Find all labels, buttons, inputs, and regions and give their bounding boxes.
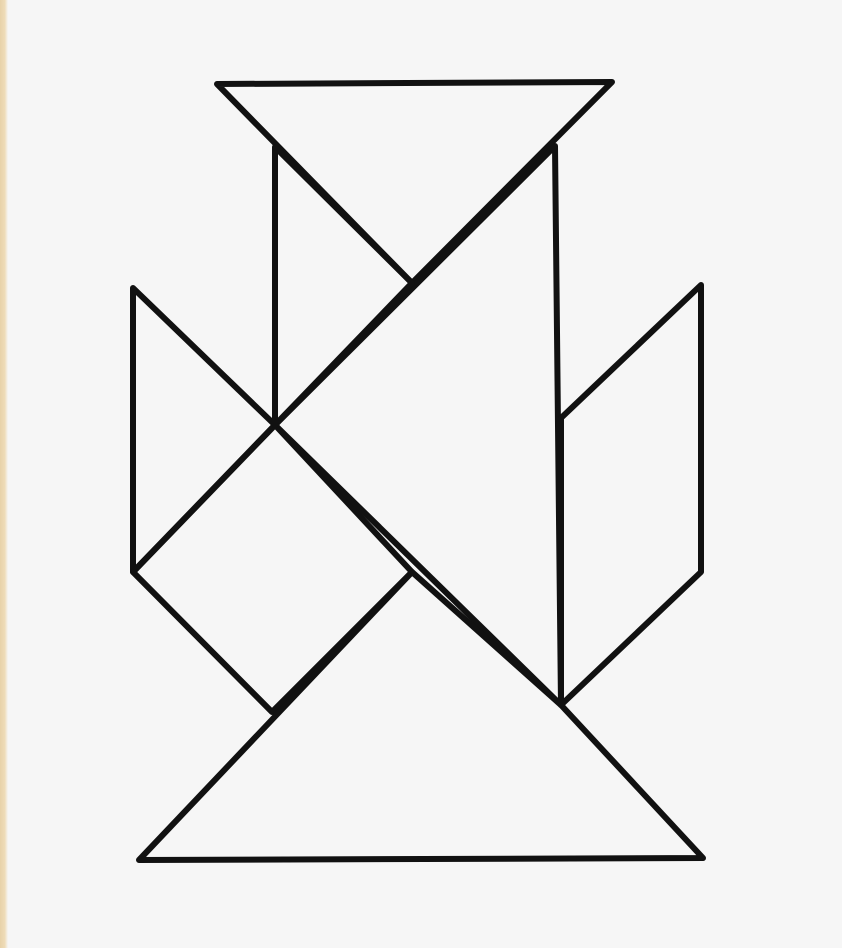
tangram-figure (8, 0, 842, 948)
left-small-triangle (133, 288, 275, 572)
left-border-strip (0, 0, 8, 948)
center-large-triangle (275, 146, 561, 705)
diagram-canvas (8, 0, 842, 948)
bottom-large-triangle (139, 572, 703, 860)
left-square (133, 425, 412, 712)
right-parallelogram (561, 285, 701, 705)
upper-left-small-triangle (275, 147, 412, 425)
